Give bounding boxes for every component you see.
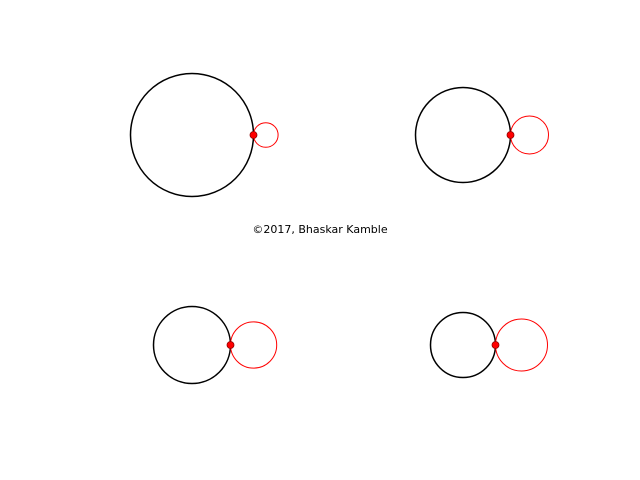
fixed-circle [129, 72, 255, 198]
panel-2 [414, 86, 549, 184]
contact-point [491, 341, 500, 349]
rolling-circle [510, 115, 549, 155]
contact-point [226, 341, 235, 349]
fixed-circle [429, 311, 497, 379]
copyright-text: ©2017, Bhaskar Kamble [252, 223, 388, 236]
panel-1 [129, 72, 279, 198]
panel-4 [429, 311, 548, 379]
contact-point [249, 131, 258, 139]
fixed-circle [414, 86, 512, 184]
rolling-circle [230, 321, 278, 369]
panel-3 [152, 305, 278, 385]
fixed-circle [152, 305, 232, 385]
contact-point [506, 131, 515, 139]
rolling-circle [495, 318, 548, 372]
